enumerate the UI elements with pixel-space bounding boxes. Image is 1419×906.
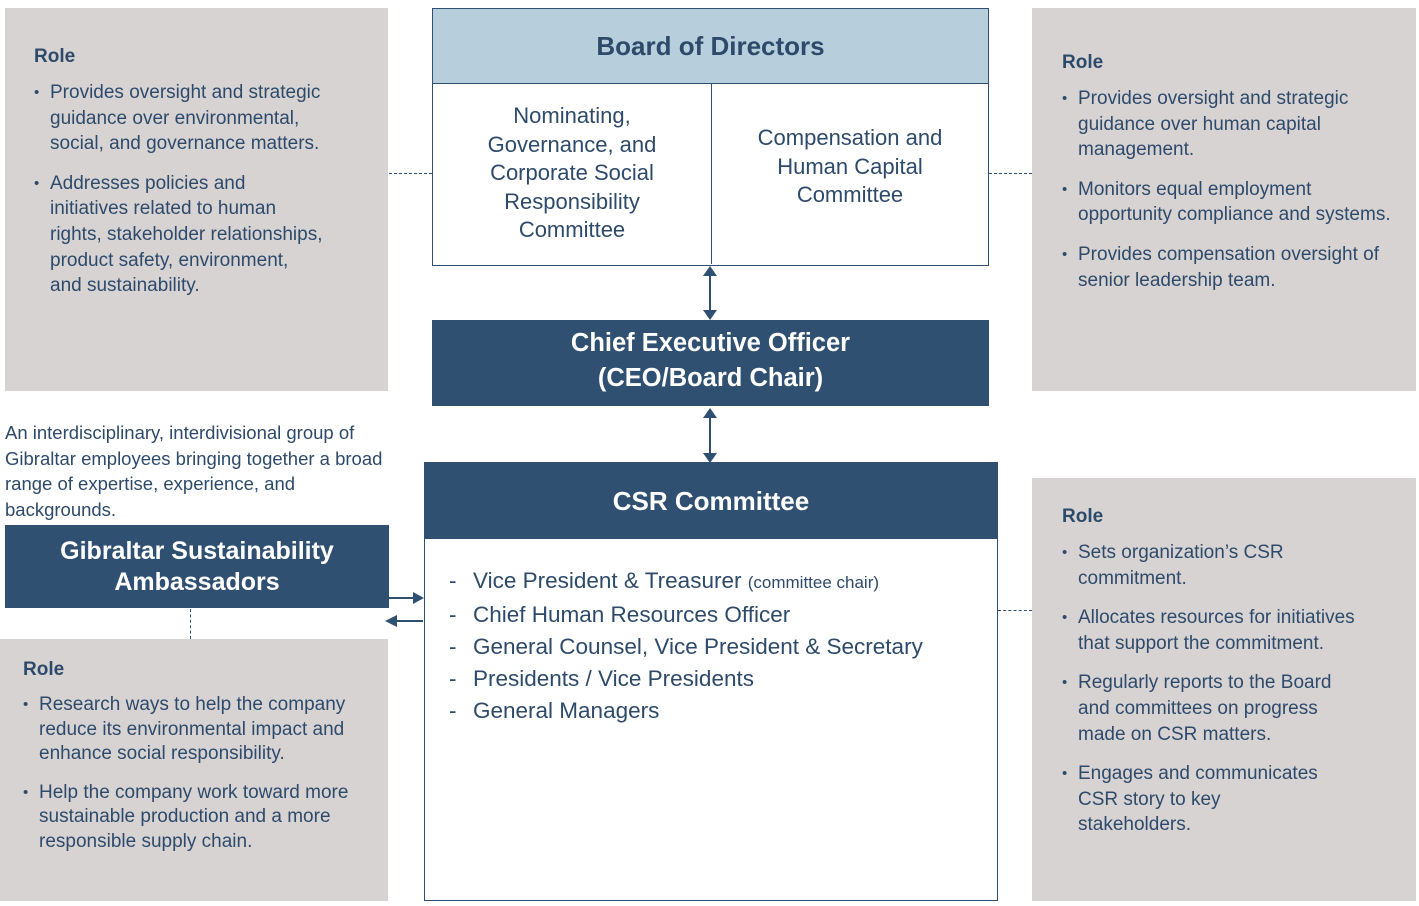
role-item: Help the company work toward more sustai… (23, 781, 368, 855)
csr-member: Vice President & Treasurer (committee ch… (449, 565, 997, 599)
csr-role-box: Role Sets organization’s CSR commitment.… (1032, 478, 1416, 901)
connector-board-right (989, 173, 1032, 174)
csr-members-list: Vice President & Treasurer (committee ch… (449, 565, 997, 727)
csr-committee-box: CSR Committee Vice President & Treasurer… (424, 462, 998, 901)
connector-ambassadors-role (190, 609, 191, 639)
role-item: Allocates resources for initiatives that… (1062, 605, 1382, 656)
ambassadors-description: An interdisciplinary, interdivisional gr… (5, 422, 383, 520)
role-title: Role (1062, 52, 1104, 73)
board-ceo-double-arrow (703, 266, 717, 320)
ambassadors-to-csr-arrow (389, 592, 424, 604)
board-title: Board of Directors (433, 9, 988, 84)
role-item: Sets organization’s CSR commitment. (1062, 540, 1313, 591)
ceo-title: Chief Executive Officer (570, 329, 851, 357)
nominating-governance-csr-committee: Nominating, Governance, and Corporate So… (433, 84, 712, 264)
ceo-subtitle: (CEO/Board Chair) (597, 364, 824, 392)
role-title: Role (1062, 506, 1104, 527)
csr-member: Presidents / Vice Presidents (449, 663, 997, 695)
role-item: Regularly reports to the Board and commi… (1062, 670, 1338, 747)
role-item: Addresses policies and initiatives relat… (34, 171, 324, 299)
gibraltar-sustainability-ambassadors-box: Gibraltar Sustainability Ambassadors (5, 525, 389, 608)
csr-member: General Managers (449, 695, 997, 727)
ceo-box: Chief Executive Officer (CEO/Board Chair… (432, 320, 989, 406)
board-right-role-box: Role Provides oversight and strategic gu… (1032, 8, 1416, 391)
csr-member: Chief Human Resources Officer (449, 599, 997, 631)
ceo-csr-double-arrow (703, 408, 717, 463)
connector-csr-role (998, 610, 1032, 611)
role-item: Provides compensation oversight of senio… (1062, 242, 1392, 293)
role-title: Role (23, 659, 65, 680)
compensation-human-capital-committee: Compensation and Human Capital Committee (757, 125, 943, 207)
role-item: Provides oversight and strategic guidanc… (34, 80, 324, 157)
role-item: Monitors equal employment opportunity co… (1062, 177, 1392, 228)
csr-to-ambassadors-arrow (385, 615, 423, 627)
role-item: Provides oversight and strategic guidanc… (1062, 86, 1392, 163)
board-left-role-box: Role Provides oversight and strategic gu… (5, 8, 388, 391)
ambassadors-role-box: Role Research ways to help the company r… (0, 639, 388, 901)
board-of-directors-box: Board of Directors Nominating, Governanc… (432, 8, 989, 266)
csr-committee-title: CSR Committee (425, 463, 997, 539)
role-item: Engages and communicates CSR story to ke… (1062, 761, 1338, 838)
csr-member: General Counsel, Vice President & Secret… (449, 631, 997, 663)
role-title: Role (34, 46, 76, 67)
connector-board-left (389, 173, 432, 174)
role-item: Research ways to help the company reduce… (23, 693, 368, 767)
